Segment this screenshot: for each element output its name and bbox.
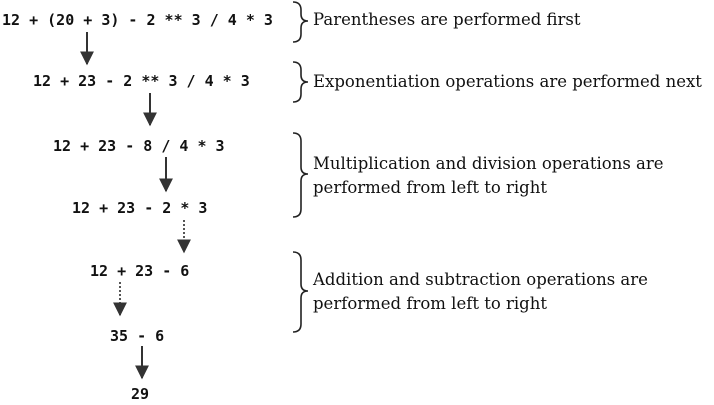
expression-step-6: 35 - 6 (110, 327, 165, 345)
expression-step-4: 12 + 23 - 2 * 3 (72, 199, 208, 217)
right-brace-icon (292, 1, 309, 43)
expression-step-3: 12 + 23 - 8 / 4 * 3 (53, 137, 225, 155)
note-addition-subtraction: Addition and subtraction operations are … (313, 268, 648, 316)
note-line: Parentheses are performed first (313, 10, 581, 29)
expression-step-2: 12 + 23 - 2 ** 3 / 4 * 3 (33, 72, 250, 90)
expression-step-1: 12 + (20 + 3) - 2 ** 3 / 4 * 3 (2, 11, 273, 29)
right-brace-icon (292, 61, 309, 103)
note-line: Addition and subtraction operations are (313, 270, 648, 289)
right-brace-icon (292, 251, 309, 333)
note-multiplication-division: Multiplication and division operations a… (313, 152, 664, 200)
note-line: performed from left to right (313, 178, 547, 197)
note-line: performed from left to right (313, 294, 547, 313)
note-line: Multiplication and division operations a… (313, 154, 664, 173)
note-exponentiation: Exponentiation operations are performed … (313, 70, 702, 94)
right-brace-icon (292, 132, 309, 218)
expression-step-5: 12 + 23 - 6 (90, 262, 190, 280)
note-parentheses: Parentheses are performed first (313, 8, 581, 32)
note-line: Exponentiation operations are performed … (313, 72, 702, 91)
expression-step-7: 29 (131, 385, 150, 403)
